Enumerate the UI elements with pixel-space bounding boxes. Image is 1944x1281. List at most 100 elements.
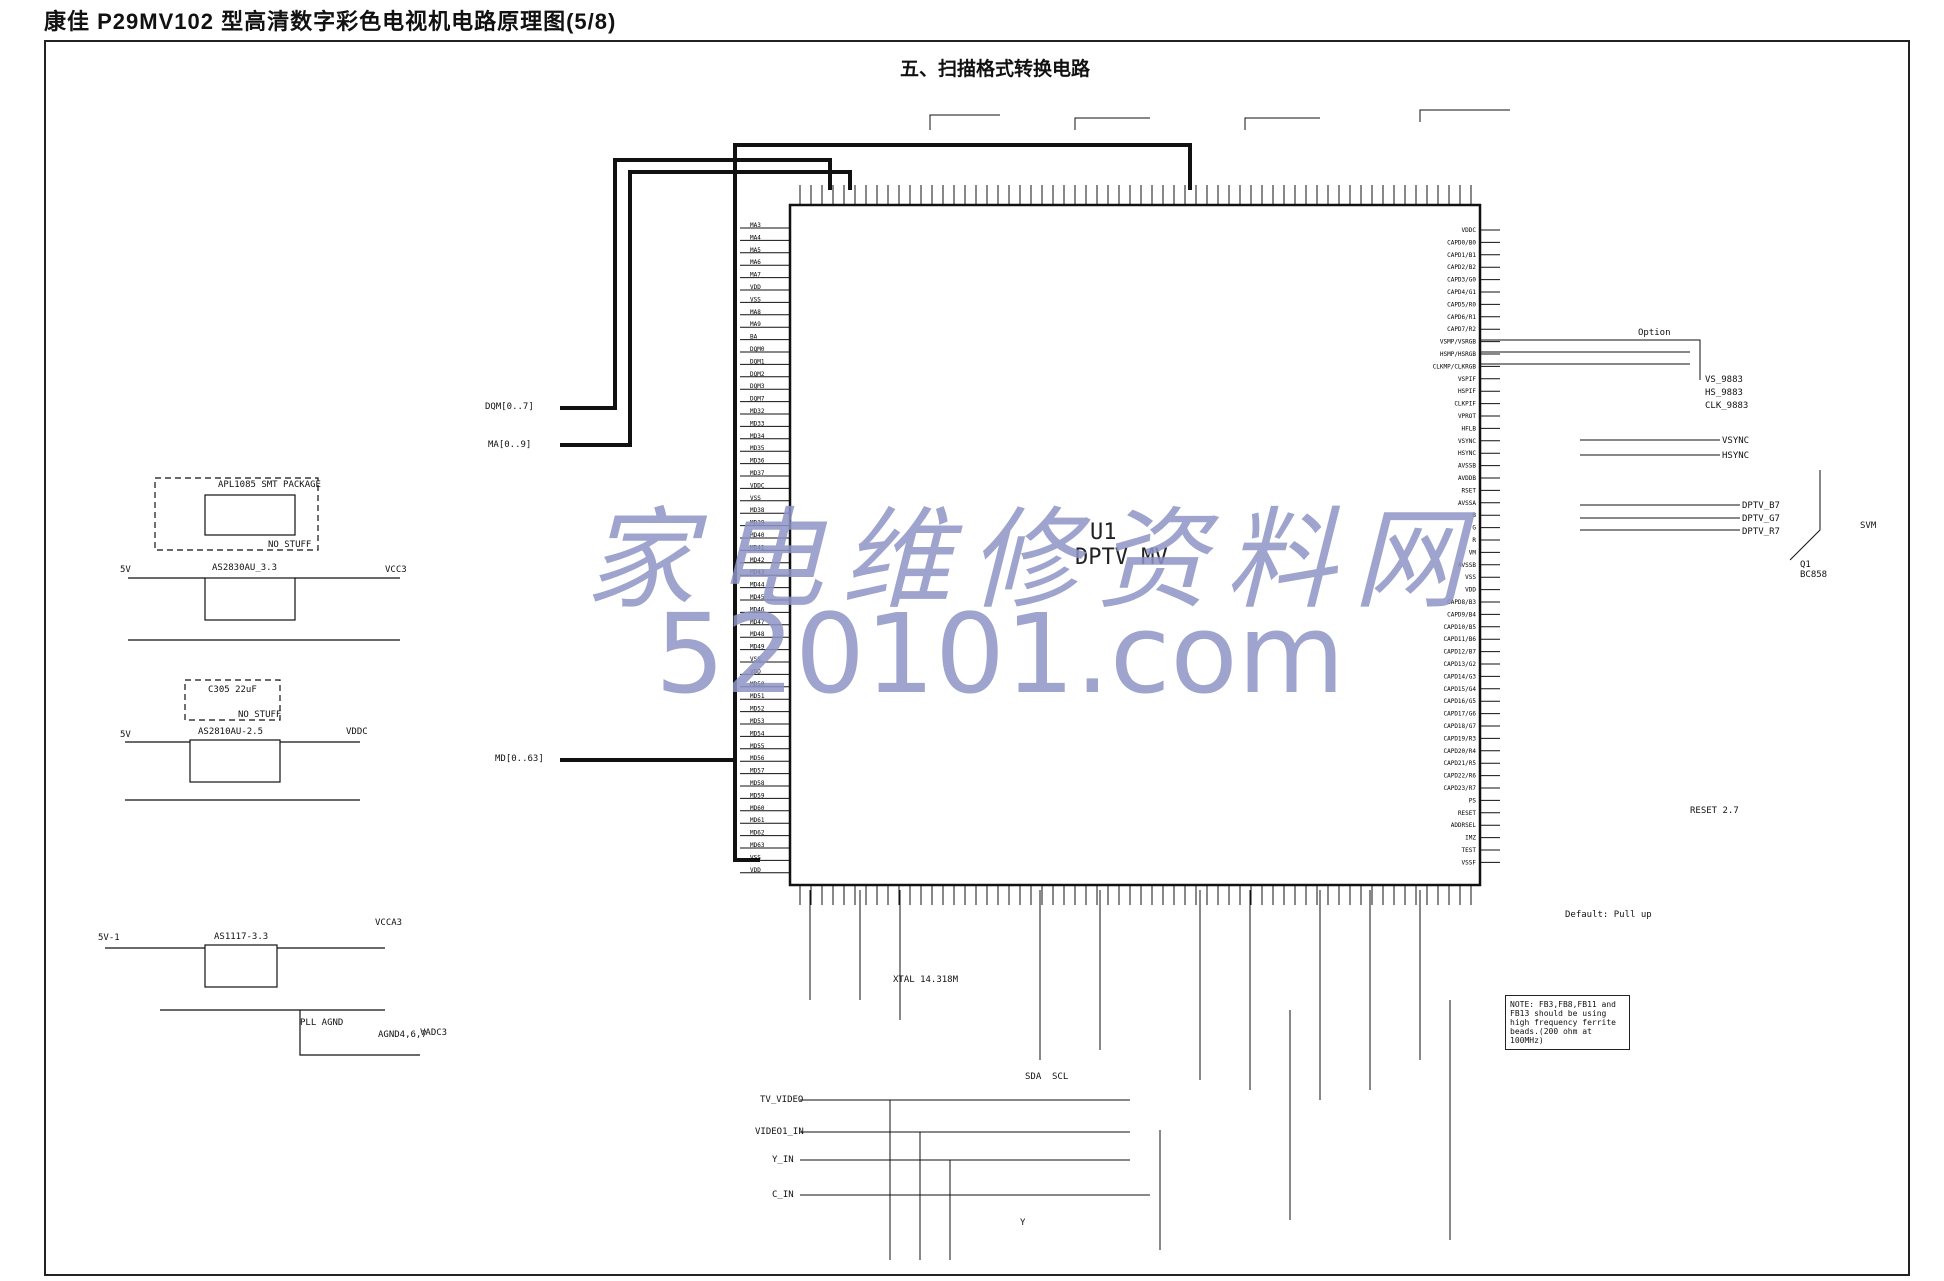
pin-label: MD48 <box>750 631 765 638</box>
pin-label: CAPD10/B5 <box>1443 624 1476 631</box>
pin-label: VDD <box>750 867 761 874</box>
pin-label: CAPD12/B7 <box>1443 649 1476 656</box>
pin-label: CAPD1/B1 <box>1447 252 1476 259</box>
pin-label: VDD <box>1465 587 1476 594</box>
pin-label: MD40 <box>750 532 765 539</box>
pin-label: CAPD20/R4 <box>1443 748 1476 755</box>
input-y: Y_IN <box>772 1155 794 1165</box>
net-clk9883: CLK_9883 <box>1705 401 1749 411</box>
net-hs9883: HS_9883 <box>1705 388 1743 398</box>
drawing-frame <box>44 40 1910 1276</box>
bus-label-md: MD[0..63] <box>495 754 544 764</box>
pin-label: MD59 <box>750 792 765 799</box>
pin-label: VM <box>1469 549 1477 556</box>
pin-label: MD61 <box>750 817 765 824</box>
pin-label: MD50 <box>750 681 765 688</box>
pin-label: B <box>1472 512 1476 519</box>
pin-label: MD44 <box>750 582 765 589</box>
y-label: Y <box>1020 1218 1026 1228</box>
chip-part: DPTV MV <box>1075 545 1168 570</box>
u1-body <box>788 203 1482 887</box>
q1-part: BC858 <box>1800 570 1828 580</box>
net-dptv-r7: DPTV_R7 <box>1742 527 1780 537</box>
pll-agnd: PLL AGND <box>300 1018 344 1028</box>
u2-vout: VCC3 <box>385 565 407 575</box>
input-tv-video: TV_VIDEO <box>760 1095 804 1105</box>
input-network <box>800 1000 1451 1260</box>
pin-label: MA3 <box>750 222 761 229</box>
u3-part: AS2810AU-2.5 <box>198 727 264 737</box>
sda-label: SDA <box>1025 1072 1042 1082</box>
agnd-label: AGND4,6,7 <box>378 1030 427 1040</box>
pin-label: HFLB <box>1462 425 1477 432</box>
pin-label: MD42 <box>750 557 765 564</box>
pin-label: CAPD23/R7 <box>1443 785 1476 792</box>
pin-label: DQM3 <box>750 383 765 390</box>
u3-vin: 5V <box>120 730 131 740</box>
pin-label: AVDDB <box>1458 475 1476 482</box>
u3-vout: VDDC <box>346 727 368 737</box>
pin-label: DQM0 <box>750 346 765 353</box>
pin-label: VSS <box>750 854 761 861</box>
pin-label: HSMP/HSRGB <box>1440 351 1477 358</box>
pin-label: CAPD2/B2 <box>1447 264 1476 271</box>
pin-label: AVSSA <box>1458 500 1476 507</box>
u4-vout: VCCA3 <box>375 918 403 928</box>
pin-label: MD37 <box>750 470 765 477</box>
pin-label: HSPIF <box>1458 388 1476 395</box>
pin-label: CAPD13/G2 <box>1443 661 1476 668</box>
pin-label: MD35 <box>750 445 765 452</box>
pin-label: CAPD5/R0 <box>1447 301 1476 308</box>
pin-label: AVSSB <box>1458 562 1476 569</box>
page-title: 康佳 P29MV102 型高清数字彩色电视机电路原理图(5/8) <box>44 9 617 34</box>
vadc3-label: VADC3 <box>420 1028 448 1038</box>
scl-label: SCL <box>1052 1072 1069 1082</box>
pin-label: CAPD15/G4 <box>1443 686 1476 693</box>
pin-label: R <box>1472 537 1476 544</box>
pin-label: BA <box>750 334 758 341</box>
pin-label: MA4 <box>750 234 761 241</box>
pin-label: RSET <box>1462 487 1477 494</box>
pin-label: VDDC <box>750 482 765 489</box>
pin-label: CAPD6/R1 <box>1447 314 1476 321</box>
pin-label: DQM1 <box>750 358 765 365</box>
pin-label: CLKMP/CLKRGB <box>1433 363 1477 370</box>
pin-label: CAPD16/G5 <box>1443 698 1476 705</box>
bus-lines <box>560 143 1192 862</box>
design-note: NOTE: FB3,FB8,FB11 and FB13 should be us… <box>1505 995 1630 1050</box>
pin-label: VDD <box>750 668 761 675</box>
net-dptv-g7: DPTV_G7 <box>1742 514 1780 524</box>
section-title: 五、扫描格式转换电路 <box>900 59 1091 80</box>
pin-label: CAPD8/B3 <box>1447 599 1476 606</box>
pin-label: CLKPIF <box>1454 401 1476 408</box>
pin-label: TEST <box>1462 847 1477 854</box>
option-label: Option <box>1638 328 1671 338</box>
pin-label: MD39 <box>750 520 765 527</box>
pin-label: CAPD4/G1 <box>1447 289 1476 296</box>
pin-label: MD51 <box>750 693 765 700</box>
pin-label: MD52 <box>750 706 765 713</box>
net-reset: RESET 2.7 <box>1690 806 1739 816</box>
pin-label: MD63 <box>750 842 765 849</box>
pin-label: MD38 <box>750 507 765 514</box>
pin-label: MD56 <box>750 755 765 762</box>
pin-label: CAPD0/B0 <box>1447 239 1476 246</box>
default-pullup: Default: Pull up <box>1565 910 1652 920</box>
pin-label: VSYNC <box>1458 438 1476 445</box>
pin-label: VSSF <box>1462 859 1477 866</box>
pin-label: VSS <box>1465 574 1476 581</box>
net-vsync: VSYNC <box>1722 436 1750 446</box>
u2-vin: 5V <box>120 565 131 575</box>
pin-label: CAPD11/B6 <box>1443 636 1476 643</box>
pin-label: VDD <box>750 284 761 291</box>
pin-label: G <box>1472 525 1476 532</box>
pin-label: ADDRSEL <box>1451 822 1477 829</box>
pin-label: CAPD7/R2 <box>1447 326 1476 333</box>
pin-label: MD60 <box>750 805 765 812</box>
pin-label: MD32 <box>750 408 765 415</box>
pin-label: VSMP/VSRGB <box>1440 339 1477 346</box>
pin-label: CAPD3/G0 <box>1447 277 1476 284</box>
pin-label: HSYNC <box>1458 450 1476 457</box>
pin-label: VSS <box>750 296 761 303</box>
